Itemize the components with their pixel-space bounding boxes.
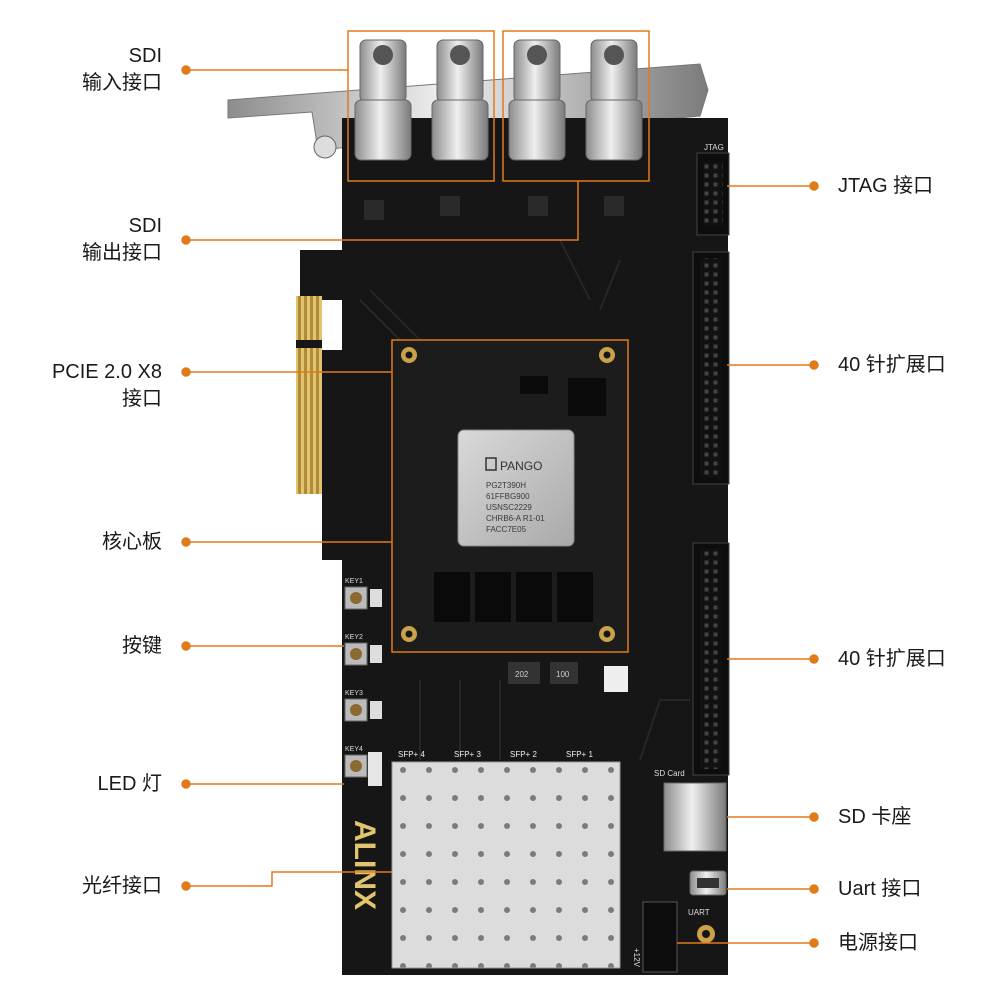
label-core-board: 核心板 <box>102 531 162 553</box>
label-expansion-2: 40 针扩展口 <box>838 648 946 670</box>
bnc-connector <box>508 39 566 161</box>
label-uart: Uart 接口 <box>838 878 922 900</box>
uart-usb-port: UART <box>688 870 727 917</box>
power-silkscreen: +12V <box>632 948 641 968</box>
jtag-header: JTAG <box>696 143 730 236</box>
fan-connector <box>604 666 628 692</box>
sd-card-slot: SD Card <box>654 769 727 852</box>
memory-chips <box>434 572 593 622</box>
key-silkscreen: KEY4 <box>345 746 363 753</box>
alinx-logo: ALINX <box>348 820 381 910</box>
sdi-connectors <box>347 30 650 220</box>
sd-silkscreen: SD Card <box>654 769 685 778</box>
key-button: KEY3 <box>344 690 382 722</box>
expansion-header-1 <box>692 251 730 485</box>
key-button: KEY1 <box>344 578 382 610</box>
sfp-port-label: SFP+ 2 <box>510 750 537 759</box>
key-silkscreen: KEY3 <box>345 690 363 697</box>
label-power: 电源接口 <box>838 932 918 954</box>
core-board: PANGO PG2T390H 61FFBG900USNSC2229CHRB6-A … <box>391 339 629 653</box>
inductor <box>508 662 540 684</box>
chip-marking-line: USNSC2229 <box>486 503 532 512</box>
led-area <box>368 752 382 786</box>
sfp-port-label: SFP+ 1 <box>566 750 593 759</box>
jtag-silkscreen: JTAG <box>704 143 724 152</box>
part-label: 100 <box>556 670 570 679</box>
sfp-port-label: SFP+ 3 <box>454 750 481 759</box>
key-silkscreen: KEY2 <box>345 634 363 641</box>
uart-silkscreen: UART <box>688 908 710 917</box>
sfp-labels: SFP+ 4 SFP+ 3 SFP+ 2 SFP+ 1 <box>398 750 593 759</box>
label-fiber: 光纤接口 <box>82 875 162 897</box>
bnc-connector <box>354 39 412 161</box>
chip-marking-line: FACC7E05 <box>486 525 527 534</box>
label-sd: SD 卡座 <box>838 806 912 828</box>
chip-brand: PANGO <box>500 459 542 473</box>
power-jack: +12V <box>632 901 715 973</box>
key-button: KEY2 <box>344 634 382 666</box>
sfp-port-label: SFP+ 4 <box>398 750 425 759</box>
label-jtag: JTAG 接口 <box>838 175 934 197</box>
label-led: LED 灯 <box>97 773 162 795</box>
label-keys: 按键 <box>122 635 162 657</box>
bnc-connector <box>431 39 489 161</box>
fpga-chip: PANGO PG2T390H 61FFBG900USNSC2229CHRB6-A … <box>457 429 575 547</box>
inductor <box>550 662 578 684</box>
chip-marking-line: 61FFBG900 <box>486 492 530 501</box>
pcie-gold-fingers <box>296 296 322 494</box>
key-silkscreen: KEY1 <box>345 578 363 585</box>
chip-marking-line: CHRB6-A R1-01 <box>486 514 545 523</box>
part-label: 202 <box>515 670 529 679</box>
chip-marking-line: PG2T390H <box>486 481 526 490</box>
bnc-connector <box>585 39 643 161</box>
leader-lines <box>181 65 819 948</box>
label-expansion-1: 40 针扩展口 <box>838 354 946 376</box>
expansion-header-2 <box>692 542 730 776</box>
sfp-cage: SFP+ 4 SFP+ 3 SFP+ 2 SFP+ 1 <box>391 750 621 969</box>
